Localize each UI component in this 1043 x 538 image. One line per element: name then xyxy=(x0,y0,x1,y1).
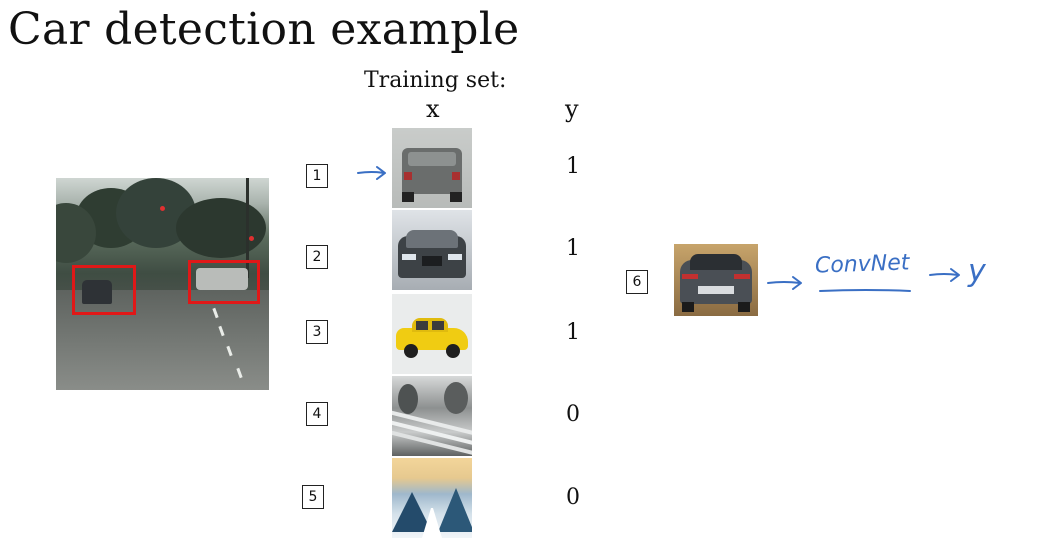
example-image-3 xyxy=(392,294,472,374)
example-label-5: 0 xyxy=(566,485,580,510)
example-index-1: 1 xyxy=(306,164,328,188)
y-column-header: y xyxy=(565,95,579,123)
convnet-underline xyxy=(819,289,911,292)
arrow-icon xyxy=(357,166,386,180)
example-image-5 xyxy=(392,458,472,538)
detection-box-van xyxy=(188,260,260,304)
test-example-index: 6 xyxy=(626,270,648,294)
example-image-4 xyxy=(392,376,472,456)
test-example-image xyxy=(674,244,758,316)
street-scene-image xyxy=(56,178,269,390)
example-label-1: 1 xyxy=(566,154,580,179)
arrow-to-output-icon xyxy=(929,268,960,282)
output-y-annotation: y xyxy=(968,254,986,289)
example-label-4: 0 xyxy=(566,402,580,427)
example-image-1 xyxy=(392,128,472,208)
example-image-2 xyxy=(392,210,472,290)
example-label-3: 1 xyxy=(566,320,580,345)
arrow-to-convnet-icon xyxy=(767,276,802,290)
detected-car xyxy=(82,280,112,304)
example-index-3: 3 xyxy=(306,320,328,344)
example-label-2: 1 xyxy=(566,236,580,261)
convnet-annotation: ConvNet xyxy=(814,250,910,279)
detection-box-car xyxy=(72,265,136,315)
detected-van xyxy=(196,268,248,290)
example-index-5: 5 xyxy=(302,485,324,509)
example-index-4: 4 xyxy=(306,402,328,426)
training-set-label: Training set: xyxy=(364,68,507,93)
slide-title: Car detection example xyxy=(8,4,520,55)
example-index-2: 2 xyxy=(306,245,328,269)
x-column-header: x xyxy=(426,95,440,123)
